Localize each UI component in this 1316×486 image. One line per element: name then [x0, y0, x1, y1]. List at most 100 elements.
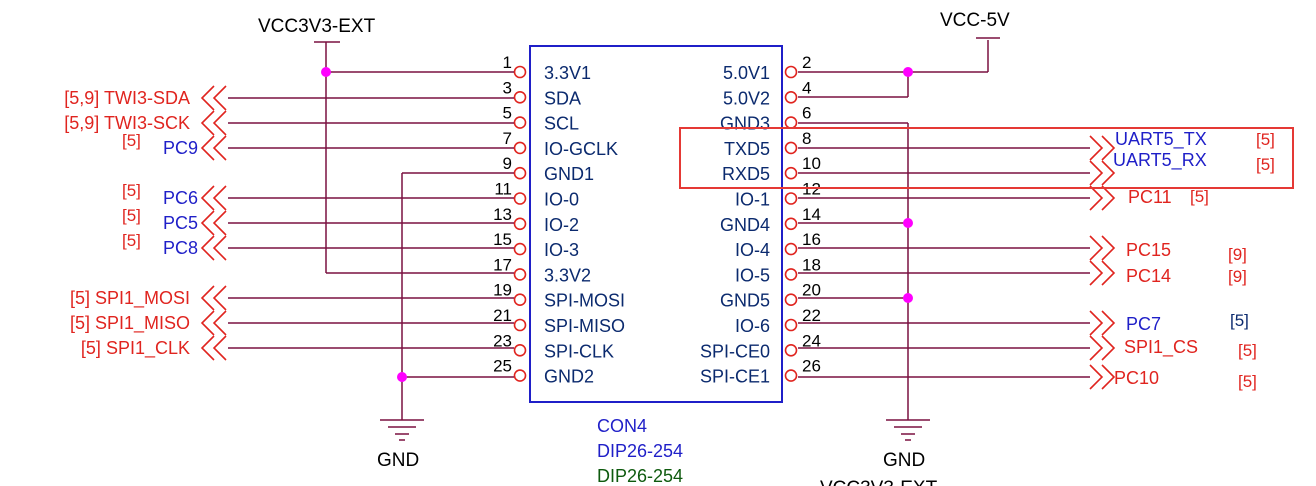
pin-circle: [513, 293, 527, 307]
net-ref: [5,9]: [64, 88, 104, 108]
pin-circle: [513, 141, 527, 155]
net-name: SPI1_CS: [1124, 337, 1198, 358]
left-net-labels: [5,9] TWI3-SDA[5,9] TWI3-SCK[5]PC9[5]PC6…: [64, 85, 227, 361]
net-ref: [9]: [1228, 267, 1247, 286]
net-name: PC5: [163, 213, 198, 233]
net-name: PC11: [1128, 187, 1172, 207]
net-arrow-icon: [1089, 364, 1116, 390]
pin-name: SDA: [544, 88, 581, 108]
net-ref: [5]: [70, 313, 95, 333]
net-ref: [5]: [1256, 130, 1275, 149]
pin-name: SPI-CLK: [544, 341, 614, 361]
pin-number: 5: [503, 104, 512, 123]
gnd-left-label: GND: [377, 450, 419, 471]
pin-number: 25: [493, 357, 512, 376]
pin-number: 11: [494, 180, 512, 199]
net-name: PC8: [163, 238, 198, 258]
pin-circle: [784, 65, 798, 79]
pin-number: 18: [802, 255, 821, 274]
pin-circle: [784, 166, 798, 180]
net-name: PC7: [1126, 314, 1161, 334]
vcc5v-label: VCC-5V: [940, 10, 1010, 31]
net-ref: [5]: [81, 338, 106, 358]
net-arrow-icon: [200, 210, 227, 236]
net-name: PC14: [1126, 266, 1171, 286]
pin-name: IO-4: [735, 240, 770, 260]
pin-name: SCL: [544, 114, 579, 134]
pin-number: 4: [802, 78, 811, 97]
net-ref: [5,9]: [64, 113, 104, 133]
net-label: [5,9] TWI3-SDA: [64, 88, 190, 108]
net-arrow-icon: [1089, 160, 1116, 186]
pin-name: 5.0V2: [723, 88, 770, 108]
net-name: PC15: [1126, 240, 1171, 260]
gnd-right-symbol: [886, 419, 930, 441]
pin-number: 19: [493, 281, 512, 300]
net-ref: [5]: [1238, 341, 1257, 360]
net-name: PC10: [1114, 368, 1159, 388]
gnd-right-label: GND: [883, 450, 925, 471]
pin-circle: [784, 318, 798, 332]
pin-name: 5.0V1: [723, 63, 770, 83]
net-name: PC9: [163, 138, 198, 158]
net-ref: [5]: [122, 206, 141, 225]
pin-name: IO-GCLK: [544, 139, 618, 159]
pin-circle: [513, 91, 527, 104]
net-arrow-icon: [200, 310, 227, 336]
pin-circle: [784, 268, 798, 281]
pin-number: 16: [802, 230, 821, 249]
vcc3v3-symbol: [314, 41, 340, 57]
vcc3v3-label: VCC3V3-EXT: [258, 16, 376, 37]
pin-number: 14: [802, 205, 821, 224]
part-reference: CON4: [597, 416, 647, 436]
net-ref: [5]: [1238, 372, 1257, 391]
net-label: [5] SPI1_CLK: [81, 338, 190, 359]
pin-name: SPI-MISO: [544, 316, 625, 336]
pin-name: GND1: [544, 164, 594, 184]
net-ref: [5]: [70, 288, 95, 308]
net-arrow-icon: [1089, 135, 1116, 161]
pin-circle: [784, 293, 798, 307]
pin-number: 21: [493, 306, 512, 325]
pin-circle: [513, 65, 527, 79]
right-net-wires: [798, 40, 1090, 420]
pin-circle: [513, 343, 527, 357]
pin-circle: [513, 242, 527, 256]
net-arrow-icon: [1089, 235, 1116, 261]
pin-number: 7: [503, 129, 512, 148]
net-label: [5] SPI1_MISO: [70, 313, 190, 334]
net-arrow-icon: [200, 235, 227, 261]
pins-right: 25.0V145.0V26GND38TXD510RXD512IO-114GND4…: [700, 53, 821, 387]
pin-name: IO-5: [735, 265, 770, 285]
net-label: [5,9] TWI3-SCK: [64, 113, 190, 133]
part-footprint: DIP26-254: [597, 466, 683, 486]
right-net-labels: UART5_TX[5]UART5_RX[5]PC11[5]PC15[9]PC14…: [1089, 129, 1275, 391]
net-name: TWI3-SCK: [104, 113, 190, 133]
net-arrow-icon: [1089, 260, 1116, 286]
junction-dot: [397, 372, 407, 382]
pin-name: GND3: [720, 114, 770, 134]
pin-circle: [513, 268, 527, 281]
net-name: UART5_TX: [1115, 129, 1207, 150]
junction-dot: [903, 218, 913, 228]
net-arrow-icon: [200, 285, 227, 311]
cut-off-label: VCC3V3-EXT: [820, 478, 938, 486]
net-ref: [9]: [1228, 245, 1247, 264]
net-ref: [5]: [122, 231, 141, 250]
net-name: SPI1_MISO: [95, 313, 190, 334]
pin-number: 10: [802, 154, 821, 173]
net-arrow-icon: [200, 110, 227, 136]
pin-name: SPI-CE1: [700, 367, 770, 387]
connector-body: [529, 45, 783, 403]
net-name: PC6: [163, 188, 198, 208]
net-arrow-icon: [200, 135, 227, 161]
pin-number: 26: [802, 357, 821, 376]
left-net-wires: [228, 57, 514, 420]
net-name: SPI1_CLK: [106, 338, 190, 359]
pin-number: 22: [802, 306, 821, 325]
net-ref: [5]: [122, 181, 141, 200]
net-arrow-icon: [200, 335, 227, 361]
pin-circle: [784, 343, 798, 357]
pins-left: 13.3V13SDA5SCL7IO-GCLK9GND111IO-013IO-21…: [493, 53, 625, 387]
